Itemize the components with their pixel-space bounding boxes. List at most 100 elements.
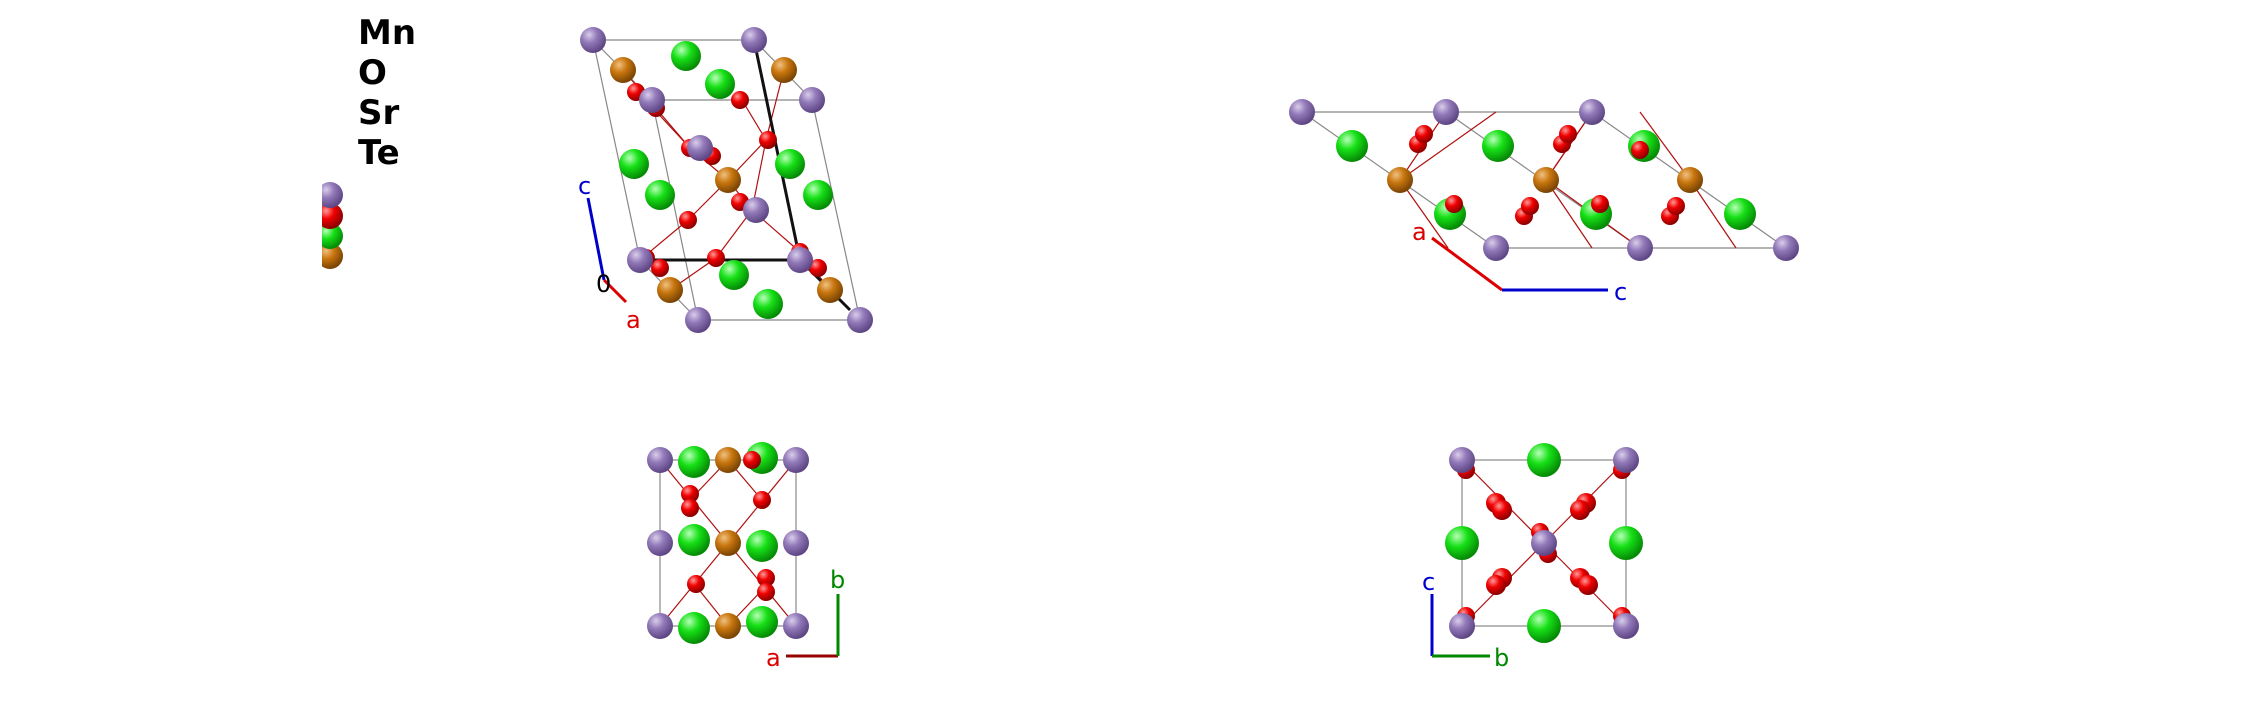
mn-atom [783, 530, 809, 556]
sr-atom [678, 446, 710, 478]
legend: Mn O Sr Te [300, 13, 416, 280]
atoms [1289, 99, 1799, 261]
legend-o-ball [317, 203, 343, 229]
axis-indicator: c 0 a [578, 172, 641, 334]
te-atom [1387, 167, 1413, 193]
o-atom [707, 249, 725, 267]
te-atom [715, 167, 741, 193]
o-atom [1492, 500, 1512, 520]
sr-atom [678, 524, 710, 556]
o-atom [1521, 197, 1539, 215]
o-atom [651, 259, 669, 277]
sr-atom [1336, 130, 1368, 162]
sr-atom [671, 41, 701, 71]
sr-atom [803, 180, 833, 210]
view-2-projection: a c [1289, 99, 1799, 306]
sr-atom [1724, 198, 1756, 230]
legend-label-te: Te [358, 133, 400, 173]
mn-atom [1773, 235, 1799, 261]
mn-atom [687, 135, 713, 161]
axis-label-origin: 0 [596, 270, 611, 298]
mn-atom [1579, 99, 1605, 125]
sr-atom [775, 149, 805, 179]
legend-label-mn: Mn [358, 13, 416, 53]
mn-atom [1433, 99, 1459, 125]
o-atom [1631, 141, 1649, 159]
o-atom [1591, 195, 1609, 213]
o-atom [681, 485, 699, 503]
te-atom [715, 530, 741, 556]
mn-atom [799, 87, 825, 113]
legend-ball-stack [300, 170, 343, 280]
o-atom [753, 491, 771, 509]
o-atom [1415, 125, 1433, 143]
mn-atom [639, 87, 665, 113]
axis-label-c: c [1614, 278, 1627, 306]
mn-atom [1627, 235, 1653, 261]
sr-atom [1609, 526, 1643, 560]
atoms [647, 442, 809, 644]
legend-label-sr: Sr [358, 93, 399, 133]
axis-label-b: b [830, 566, 845, 594]
o-atom [731, 91, 749, 109]
o-atom [681, 499, 699, 517]
sr-atom [1527, 609, 1561, 643]
legend-label-o: O [358, 53, 387, 93]
te-atom [610, 57, 636, 83]
te-atom [715, 447, 741, 473]
unit-cell-edges [592, 39, 861, 321]
mn-atom [741, 27, 767, 53]
mn-atom [647, 530, 673, 556]
sr-atom [753, 289, 783, 319]
mn-atom [685, 307, 711, 333]
mn-atom [743, 197, 769, 223]
o-atom [1486, 575, 1506, 595]
axis-indicator: c b [1422, 568, 1509, 672]
mn-atom [1449, 447, 1475, 473]
mn-atom [1289, 99, 1315, 125]
axis-indicator: a b [766, 566, 845, 672]
mn-atom [647, 447, 673, 473]
o-atom [1578, 575, 1598, 595]
o-atom [687, 575, 705, 593]
axis-label-a: a [766, 644, 781, 672]
o-atom [759, 131, 777, 149]
o-atom [809, 259, 827, 277]
sr-atom [1445, 526, 1479, 560]
axis-label-c: c [578, 172, 591, 200]
o-atom [1445, 195, 1463, 213]
sr-atom [645, 180, 675, 210]
mn-atom [647, 613, 673, 639]
atoms [1445, 443, 1643, 643]
o-atom [679, 211, 697, 229]
mn-atom [1613, 447, 1639, 473]
sr-atom [746, 606, 778, 638]
mn-atom [1449, 613, 1475, 639]
te-atom [1533, 167, 1559, 193]
sr-atom [619, 149, 649, 179]
legend-te-ball [317, 243, 343, 269]
sr-atom [1482, 130, 1514, 162]
axis-label-a: a [1412, 218, 1427, 246]
o-atom [757, 569, 775, 587]
te-atom [657, 277, 683, 303]
legend-sr-ball [317, 223, 343, 249]
view-1-oblique: c 0 a [578, 27, 873, 334]
axis-indicator: a c [1412, 218, 1627, 306]
axis-label-a: a [626, 306, 641, 334]
mn-atom [580, 27, 606, 53]
atoms [580, 27, 873, 333]
sr-atom [678, 612, 710, 644]
te-atom [715, 613, 741, 639]
o-atom [1570, 500, 1590, 520]
sr-atom [1527, 443, 1561, 477]
legend-mn-ball [317, 182, 343, 208]
mn-atom [847, 307, 873, 333]
mn-atom [1531, 530, 1557, 556]
mn-atom [1613, 613, 1639, 639]
mn-atom [783, 447, 809, 473]
mn-atom [627, 247, 653, 273]
axis-label-b: b [1494, 644, 1509, 672]
sr-atom [719, 260, 749, 290]
